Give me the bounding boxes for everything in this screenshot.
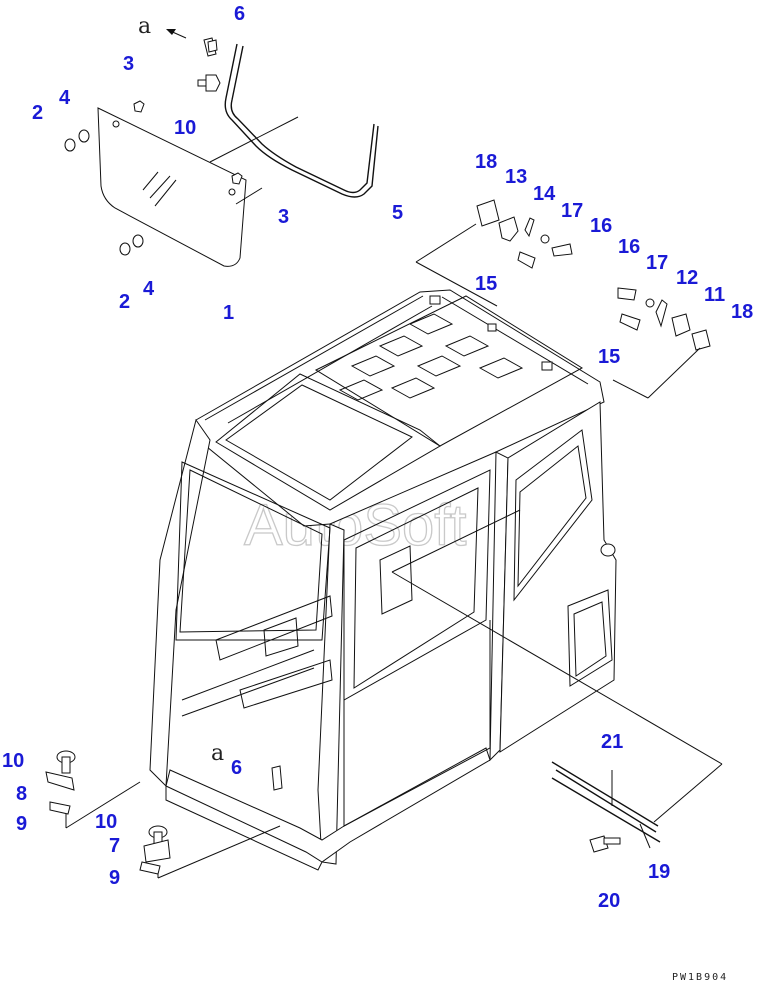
callout-11: 11 <box>704 284 725 306</box>
drawing-code: PW1B904 <box>672 972 728 983</box>
callout-10-top: 10 <box>174 117 196 139</box>
seal-part <box>224 43 379 198</box>
callout-20: 20 <box>598 890 620 912</box>
view-reference-lower: a <box>211 741 224 766</box>
callout-17-lower: 17 <box>646 252 668 274</box>
callout-15-lower: 15 <box>598 346 620 368</box>
callout-9-upper: 9 <box>16 813 27 835</box>
lower-right-rails <box>551 761 661 853</box>
callout-4-top: 4 <box>59 87 71 109</box>
callout-5: 5 <box>392 202 403 224</box>
clip-bolt-top <box>166 29 221 92</box>
callout-9-lower: 9 <box>109 867 120 889</box>
callout-16-upper: 16 <box>590 215 612 237</box>
callout-3-top: 3 <box>123 53 134 75</box>
callout-6-lower: 6 <box>231 757 242 779</box>
lower-left-parts <box>45 750 283 879</box>
cab-body <box>149 289 723 871</box>
callout-4-mid: 4 <box>143 278 155 300</box>
callout-1: 1 <box>223 302 234 324</box>
callout-18-upper: 18 <box>475 151 497 173</box>
callout-2-mid: 2 <box>119 291 130 313</box>
lock-parts-upper <box>415 199 573 307</box>
callout-17-upper: 17 <box>561 200 583 222</box>
callout-3-mid: 3 <box>278 206 289 228</box>
callout-18-lower: 18 <box>731 301 753 323</box>
callout-8: 8 <box>16 783 27 805</box>
callout-labels: 6 3 10 4 2 3 2 4 1 5 18 13 14 17 16 15 1… <box>2 3 753 912</box>
lock-parts-lower <box>612 287 711 399</box>
view-reference-top: a <box>138 14 151 39</box>
callout-13: 13 <box>505 166 527 188</box>
callout-12: 12 <box>676 267 698 289</box>
callout-16-lower: 16 <box>618 236 640 258</box>
callout-10-left: 10 <box>2 750 24 772</box>
callout-14: 14 <box>533 183 556 205</box>
callout-10-lower: 10 <box>95 811 117 833</box>
callout-6-top: 6 <box>234 3 245 25</box>
callout-2-top: 2 <box>32 102 43 124</box>
glass-panel-part <box>64 100 299 267</box>
callout-7: 7 <box>109 835 120 857</box>
callout-19: 19 <box>648 861 670 883</box>
callout-21: 21 <box>601 731 623 753</box>
callout-15-upper: 15 <box>475 273 497 295</box>
